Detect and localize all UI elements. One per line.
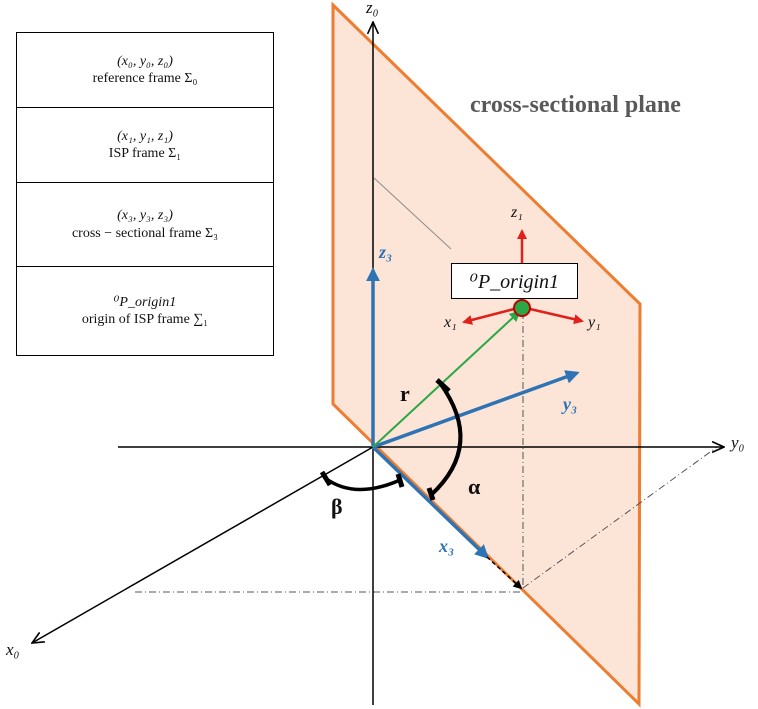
x3-extension <box>486 556 523 590</box>
x1-label: x₁ <box>444 314 457 331</box>
legend-coords-frame3: (x₃, y₃, z₃) <box>117 208 173 223</box>
r-label: r <box>400 381 410 406</box>
x1-axis-arrow <box>462 307 515 325</box>
alpha-label: α <box>468 474 481 499</box>
plane-helper-line <box>373 177 452 250</box>
y3-label: y₃ <box>563 394 578 414</box>
porigin-label-box: ⁰P_origin1 <box>451 263 578 299</box>
beta-arc <box>323 476 401 492</box>
legend-row-reference-frame: (x₀, y₀, z₀) reference frame Σ₀ <box>17 33 273 108</box>
y0-label: y₀ <box>731 433 745 452</box>
legend-row-isp-frame: (x₁, y₁, z₁) ISP frame Σ₁ <box>17 108 273 183</box>
legend-row-origin: ⁰P_origin1 origin of ISP frame ∑₁ <box>17 267 273 355</box>
y3-axis-arrow <box>372 370 580 449</box>
legend-coords-frame1: (x₁, y₁, z₁) <box>117 128 173 144</box>
x3-axis-arrow <box>371 445 490 559</box>
x3-label: x₃ <box>439 536 455 556</box>
y1-label: y₁ <box>588 314 601 331</box>
legend-desc-origin: origin of ISP frame ∑₁ <box>81 312 209 327</box>
radius-vector <box>372 310 521 448</box>
alpha-arc-tick-bottom <box>426 487 436 501</box>
legend-desc-frame3: cross − sectional frame Σ₃ <box>71 225 219 241</box>
cross-sectional-plane <box>331 1 642 708</box>
beta-label: β <box>331 494 343 519</box>
legend-desc-frame1: ISP frame Σ₁ <box>108 146 182 161</box>
alpha-arc <box>429 381 463 497</box>
legend-desc-frame0: reference frame Σ₀ <box>92 71 198 86</box>
beta-arc-tick-left <box>319 470 333 487</box>
alpha-arc-tick-top <box>435 378 451 393</box>
porigin-label: ⁰P_origin1 <box>469 270 560 293</box>
z3-label: z₃ <box>379 242 393 262</box>
projection-lines <box>135 312 718 593</box>
legend-coords-origin: ⁰P_origin1 <box>113 294 177 310</box>
beta-arc-tick-right <box>395 473 405 488</box>
legend-coords-frame0: (x₀, y₀, z₀) <box>117 53 173 69</box>
legend-table: (x₀, y₀, z₀) reference frame Σ₀ (x₁, y₁,… <box>16 32 274 356</box>
isp-origin-point <box>513 299 531 317</box>
legend-row-cross-sectional-frame: (x₃, y₃, z₃) cross − sectional frame Σ₃ <box>17 183 273 267</box>
plane-title: cross-sectional plane <box>470 92 681 118</box>
z1-label: z₁ <box>511 204 523 221</box>
x0-axis <box>32 446 374 643</box>
y1-axis-arrow <box>529 307 584 325</box>
z0-label: z₀ <box>366 0 379 17</box>
x0-label: x₀ <box>6 640 20 659</box>
